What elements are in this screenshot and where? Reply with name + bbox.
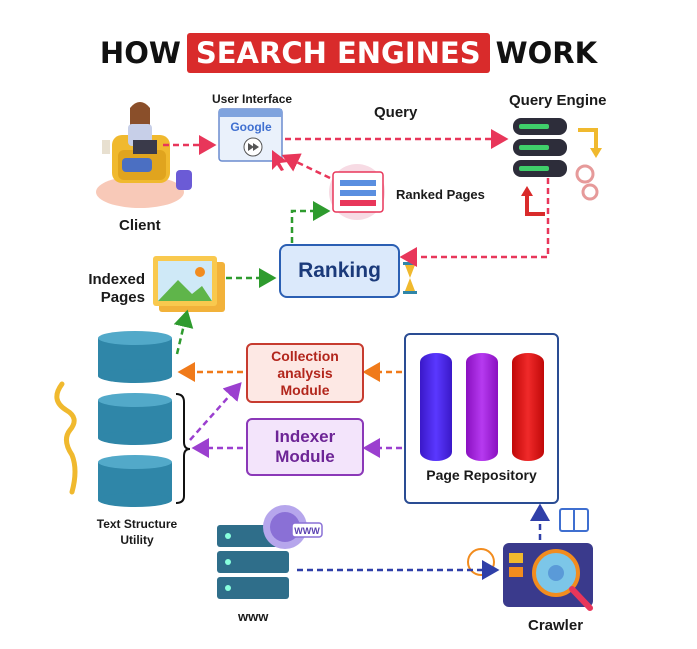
ranked-pages-label: Ranked Pages: [396, 187, 485, 202]
arrow-ranking-to-ranked-pages: [290, 201, 331, 243]
repo-cylinder-blue: [420, 353, 452, 461]
text-structure-utility-label: Text Structure Utility: [82, 516, 192, 548]
repo-cylinder-red: [512, 353, 544, 461]
indexer-line-1: Indexer: [274, 427, 336, 446]
collection-line-1: Collection: [271, 347, 339, 364]
client-label: Client: [119, 217, 161, 234]
query-engine-illustration: [513, 118, 602, 216]
indexed-pages-line-2: Pages: [100, 289, 145, 306]
google-logo: Google: [230, 120, 272, 134]
bracket: [175, 393, 191, 504]
www-illustration: WWW: [217, 505, 323, 599]
text-structure-line-1: Text Structure: [96, 517, 178, 531]
client-illustration: [96, 102, 192, 208]
collection-analysis-module-box: Collection analysis Module: [246, 343, 364, 403]
ranking-label: Ranking: [298, 259, 381, 282]
arrow-db-to-indexed: [173, 309, 194, 355]
title-prefix: HOW: [99, 36, 181, 70]
text-structure-line-2: Utility: [120, 533, 154, 547]
title-highlight: SEARCH ENGINES: [186, 33, 490, 73]
repo-cylinder-purple: [466, 353, 498, 461]
database-cylinders: [98, 331, 172, 507]
page-repository-label: Page Repository: [426, 467, 537, 483]
www-badge: WWW: [294, 526, 320, 536]
indexed-pages-line-1: Indexed: [88, 271, 145, 288]
indexed-pages-illustration: [153, 256, 225, 312]
hourglass-icon: [403, 262, 417, 294]
user-interface-label: User Interface: [212, 92, 293, 106]
page-title: HOW SEARCH ENGINES WORK: [0, 28, 697, 78]
arrow-ranked-to-ui: [281, 153, 331, 180]
collection-line-3: Module: [280, 381, 330, 398]
crawler-illustration: [467, 508, 593, 611]
arrow-bracket-to-collection: [189, 382, 242, 441]
query-engine-label: Query Engine: [509, 92, 607, 109]
collection-line-2: analysis: [277, 364, 333, 381]
indexed-pages-label: Indexed Pages: [83, 271, 145, 307]
www-label: www: [238, 609, 269, 624]
indexer-module-box: Indexer Module: [246, 418, 364, 476]
page-repository-box: Page Repository: [404, 333, 559, 504]
indexer-line-2: Module: [275, 447, 335, 466]
title-suffix: WORK: [495, 36, 598, 70]
user-interface-illustration: [218, 108, 288, 171]
ranked-pages-illustration: [329, 164, 385, 220]
squiggle-decoration: [54, 381, 78, 495]
crawler-label: Crawler: [528, 617, 584, 634]
ranking-box: Ranking: [279, 244, 400, 298]
query-label: Query: [374, 104, 418, 121]
